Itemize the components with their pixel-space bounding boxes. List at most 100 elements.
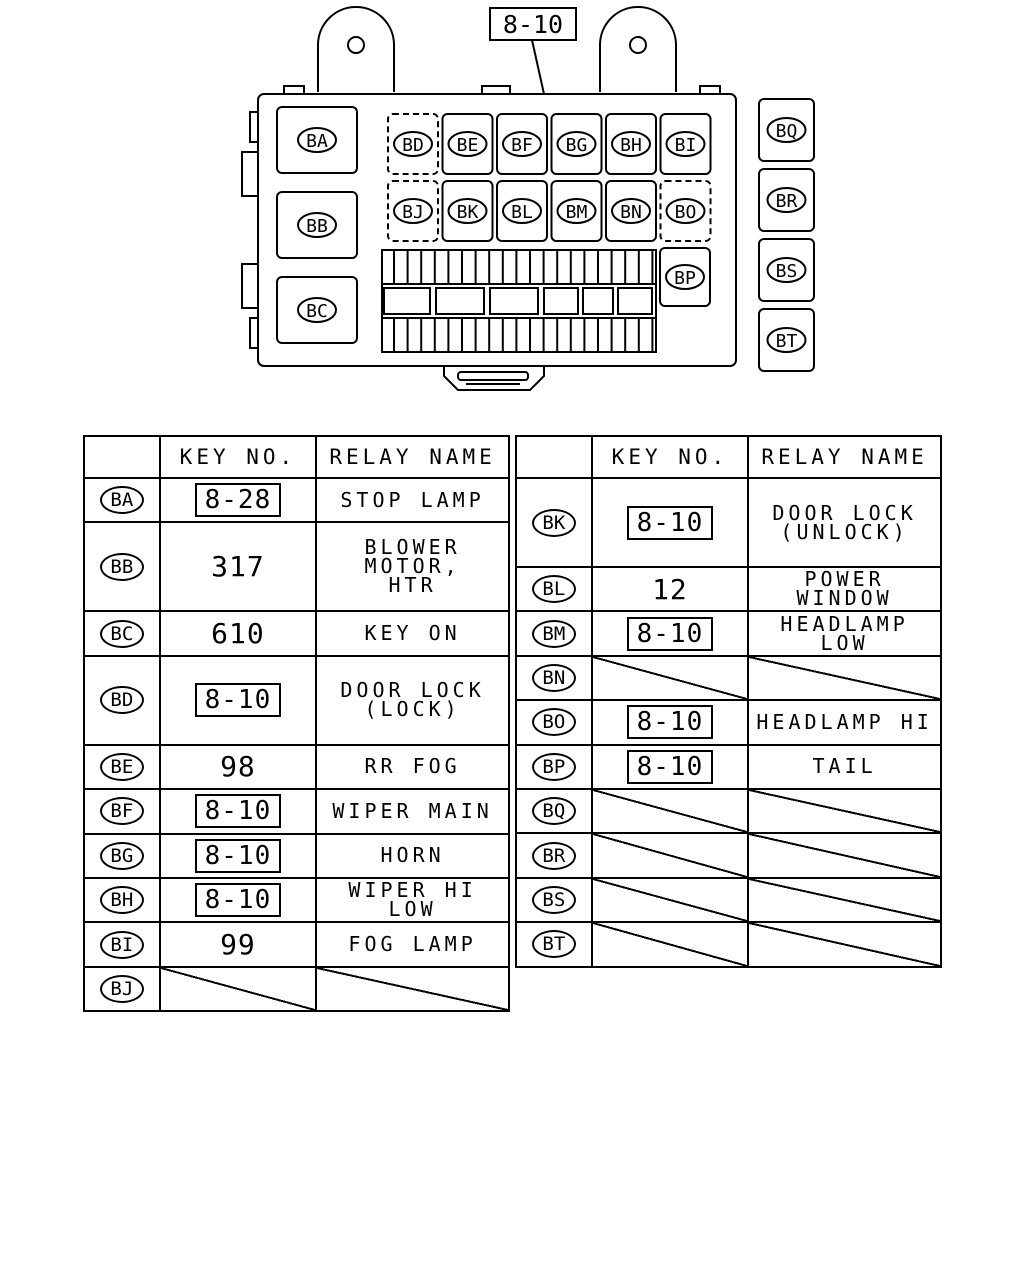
- relay-slot-bj: BJ: [387, 180, 439, 242]
- key-label-leader: [531, 39, 545, 95]
- relay-code-cell: BA: [83, 476, 161, 524]
- relay-code-cell: BD: [83, 654, 161, 746]
- relay-code: BN: [531, 663, 576, 692]
- top-tab: [283, 85, 305, 95]
- empty-name-cell: [747, 654, 942, 702]
- fuse-block-cells: [393, 250, 654, 352]
- key-label-box: [489, 7, 577, 41]
- relay-code: BC: [99, 619, 144, 648]
- left-mount-hole: [347, 36, 365, 54]
- table-row: BS: [515, 876, 942, 924]
- relay-slot-label: BO: [675, 202, 697, 223]
- side-tab: [241, 263, 259, 309]
- key-no-cell: 8-10: [590, 699, 750, 746]
- relay-code: BI: [99, 930, 144, 959]
- table-row: BN: [515, 654, 942, 702]
- relay-code-cell: BJ: [83, 965, 161, 1013]
- right-table-header-relay-name: RELAY NAME: [747, 435, 942, 479]
- relay-slot-label: BF: [511, 135, 533, 156]
- relay-code-cell: BP: [515, 743, 593, 790]
- relay-name: FOG LAMP: [315, 921, 510, 968]
- relay-name: POWER WINDOW: [747, 565, 942, 613]
- boxed-key-no: 8-10: [626, 505, 714, 540]
- relay-code: BH: [99, 886, 144, 915]
- relay-code-cell: BN: [515, 654, 593, 702]
- relay-code-cell: BL: [515, 565, 593, 613]
- empty-key-cell: [590, 654, 750, 702]
- relay-slot-br: BR: [758, 168, 815, 232]
- relay-code-cell: BC: [83, 610, 161, 657]
- relay-slot-bn: BN: [605, 180, 657, 242]
- relay-box-housing: [257, 93, 737, 367]
- relay-slot-label: BB: [306, 216, 328, 237]
- empty-key-cell: [590, 921, 750, 968]
- key-no-cell: 610: [158, 610, 318, 657]
- fuse-block: [381, 249, 657, 353]
- relay-code: BG: [99, 841, 144, 870]
- boxed-key-no: 8-10: [626, 616, 714, 651]
- relay-code: BQ: [531, 797, 576, 826]
- empty-name-cell: [747, 832, 942, 879]
- relay-code-cell: BB: [83, 521, 161, 613]
- table-row: BJ: [83, 965, 510, 1013]
- key-no-cell: 8-10: [158, 788, 318, 835]
- relay-name: KEY ON: [315, 610, 510, 657]
- key-no: 610: [211, 617, 265, 651]
- relay-code: BL: [531, 575, 576, 604]
- relay-slot-label: BS: [776, 261, 798, 282]
- relay-code: BD: [99, 686, 144, 715]
- relay-code-cell: BT: [515, 921, 593, 968]
- key-no-cell: 8-10: [158, 876, 318, 924]
- relay-code: BS: [531, 885, 576, 914]
- relay-code: BO: [531, 708, 576, 737]
- relay-code-cell: BQ: [515, 787, 593, 835]
- right-table-header-key-no: KEY NO.: [590, 435, 750, 479]
- relay-slot-bk: BK: [441, 180, 494, 242]
- relay-name: WIPER HI LOW: [315, 876, 510, 924]
- relay-slot-bi: BI: [659, 113, 712, 175]
- relay-code: BA: [99, 486, 144, 515]
- left-mounting-ear: [317, 6, 395, 92]
- relay-code-cell: BM: [515, 610, 593, 657]
- relay-code: BF: [99, 797, 144, 826]
- relay-slot-label: BT: [776, 331, 798, 352]
- side-tab: [249, 317, 259, 349]
- relay-slot-label: BM: [566, 202, 588, 223]
- relay-code: BK: [531, 508, 576, 537]
- relay-name: HORN: [315, 832, 510, 879]
- relay-slot-bf: BF: [496, 113, 548, 175]
- empty-key-cell: [158, 965, 318, 1013]
- relay-code: BR: [531, 841, 576, 870]
- left-table-header-relay-name: RELAY NAME: [315, 435, 510, 479]
- relay-slot-label: BC: [306, 301, 328, 322]
- relay-code: BB: [99, 552, 144, 581]
- relay-slot-label: BK: [457, 202, 479, 223]
- key-no-cell: 8-10: [158, 654, 318, 746]
- relay-slot-label: BQ: [776, 121, 798, 142]
- relay-slot-label: BG: [566, 135, 588, 156]
- relay-code-cell: BE: [83, 743, 161, 791]
- side-tab: [241, 151, 259, 197]
- table-row: BT: [515, 921, 942, 968]
- left-table-header-key-no: KEY NO.: [158, 435, 318, 479]
- boxed-key-no: 8-10: [626, 705, 714, 740]
- relay-slot-bq: BQ: [758, 98, 815, 162]
- relay-name: WIPER MAIN: [315, 788, 510, 835]
- relay-slot-label: BA: [306, 131, 328, 152]
- top-tab: [481, 85, 511, 95]
- key-no-cell: 98: [158, 743, 318, 791]
- key-no-cell: 12: [590, 565, 750, 613]
- key-label: 8-10: [503, 10, 563, 39]
- relay-code-cell: BS: [515, 876, 593, 924]
- right-table-header-row: KEY NO.RELAY NAME: [515, 435, 942, 479]
- relay-slot-ba: BA: [276, 106, 358, 174]
- relay-code: BP: [531, 752, 576, 781]
